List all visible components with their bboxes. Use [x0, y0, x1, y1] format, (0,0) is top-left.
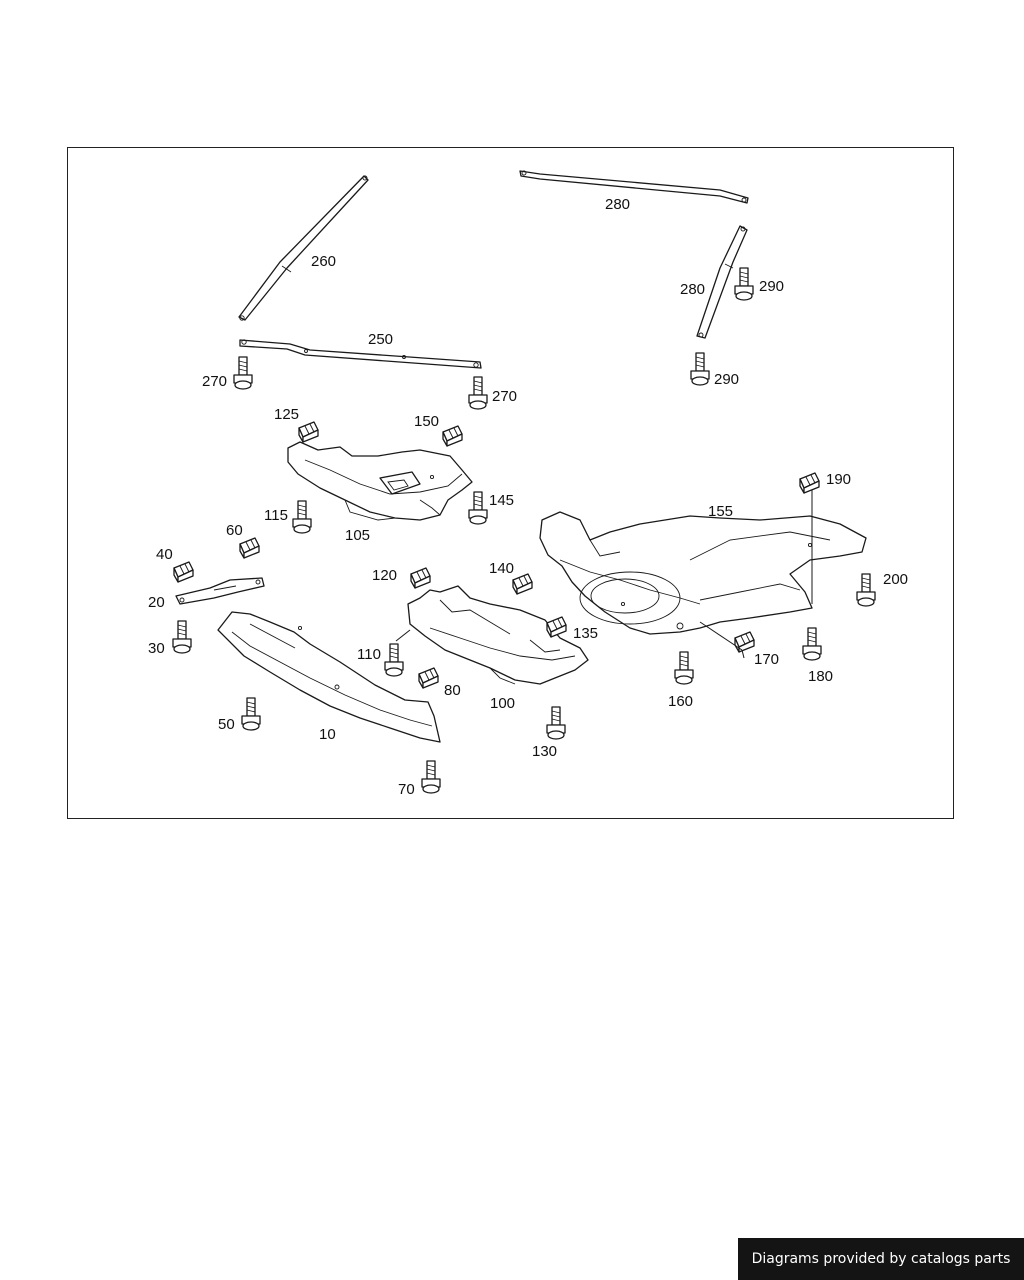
bolt-145 [468, 491, 488, 525]
clip-140 [512, 573, 533, 595]
underbody-panel-10 [217, 611, 441, 743]
bolt-290-upper [734, 267, 754, 301]
callout-135: 135 [573, 625, 598, 642]
clip-125 [298, 421, 319, 443]
callout-140: 140 [489, 560, 514, 577]
callout-280-diagonal: 280 [680, 281, 705, 298]
credit-banner: Diagrams provided by catalogs parts [738, 1238, 1024, 1280]
callout-120: 120 [372, 567, 397, 584]
clip-120 [410, 567, 431, 589]
callout-60: 60 [226, 522, 243, 539]
callout-150: 150 [414, 413, 439, 430]
clip-135 [546, 616, 567, 638]
callout-125: 125 [274, 406, 299, 423]
callout-40: 40 [156, 546, 173, 563]
callout-270-right: 270 [492, 388, 517, 405]
strut-250 [239, 339, 482, 369]
callout-200: 200 [883, 571, 908, 588]
bolt-50 [241, 697, 261, 731]
bolt-270-left [233, 356, 253, 390]
bolt-70 [421, 760, 441, 794]
leader-170 [699, 621, 743, 651]
callout-30: 30 [148, 640, 165, 657]
leader-110 [395, 629, 411, 642]
callout-105: 105 [345, 527, 370, 544]
strut-280-top [519, 170, 749, 204]
bolt-160 [674, 651, 694, 685]
clip-80 [418, 667, 439, 689]
diagram-frame [67, 147, 954, 819]
callout-10: 10 [319, 726, 336, 743]
bolt-115 [292, 500, 312, 534]
strut-280-diagonal [696, 225, 748, 339]
bolt-290-lower [690, 352, 710, 386]
callout-260: 260 [311, 253, 336, 270]
strut-260 [238, 175, 369, 321]
callout-290-lower: 290 [714, 371, 739, 388]
callout-20: 20 [148, 594, 165, 611]
bolt-180 [802, 627, 822, 661]
callout-290-upper: 290 [759, 278, 784, 295]
bolt-110 [384, 643, 404, 677]
callout-80: 80 [444, 682, 461, 699]
callout-280-top: 280 [605, 196, 630, 213]
bolt-200 [856, 573, 876, 607]
clip-60 [239, 537, 260, 559]
clip-150 [442, 425, 463, 447]
callout-145: 145 [489, 492, 514, 509]
callout-155: 155 [708, 503, 733, 520]
bolt-130 [546, 706, 566, 740]
clip-170 [734, 631, 755, 653]
callout-270-left: 270 [202, 373, 227, 390]
callout-160: 160 [668, 693, 693, 710]
callout-110: 110 [357, 646, 381, 663]
callout-170: 170 [754, 651, 779, 668]
callout-70: 70 [398, 781, 415, 798]
clip-190 [799, 472, 820, 494]
underbody-panel-105 [287, 441, 473, 521]
callout-190: 190 [826, 471, 851, 488]
bolt-270-right [468, 376, 488, 410]
bolt-30 [172, 620, 192, 654]
clip-40 [173, 561, 194, 583]
callout-115: 115 [264, 507, 288, 524]
underbody-panel-155 [539, 511, 867, 635]
callout-180: 180 [808, 668, 833, 685]
callout-50: 50 [218, 716, 235, 733]
leader-170b [741, 649, 745, 659]
callout-130: 130 [532, 743, 557, 760]
underbody-panel-100 [407, 585, 589, 685]
bracket-20 [175, 577, 265, 605]
callout-100: 100 [490, 695, 515, 712]
callout-250: 250 [368, 331, 393, 348]
